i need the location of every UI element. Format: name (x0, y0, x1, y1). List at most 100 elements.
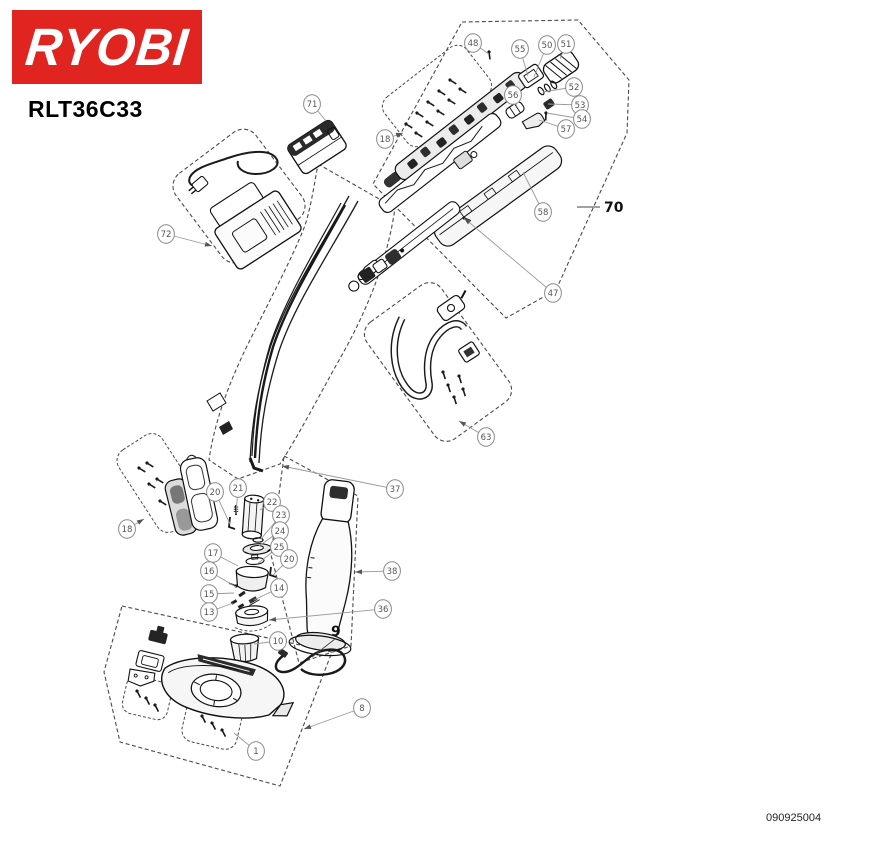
callout-17: 17 (204, 543, 222, 563)
svg-text:20: 20 (210, 488, 221, 498)
power-cord-drawing (188, 151, 279, 195)
callout-13: 13 (200, 602, 218, 622)
d-handle-drawing (390, 289, 480, 405)
svg-text:10: 10 (273, 637, 284, 647)
battery-pack-drawing (287, 119, 347, 175)
enclosure-motor-housing-38 (270, 455, 359, 664)
svg-text:15: 15 (204, 590, 215, 600)
svg-text:23: 23 (276, 511, 287, 521)
gearbox-bits-drawing (453, 150, 478, 170)
svg-text:21: 21 (233, 484, 244, 494)
power-cable-drawing (274, 648, 347, 676)
lower-rail-drawing (348, 201, 461, 292)
svg-text:16: 16 (204, 567, 215, 577)
callout-47: 47 (544, 283, 562, 303)
svg-text:17: 17 (208, 549, 219, 559)
svg-text:1: 1 (253, 747, 258, 757)
enclosure-handle-kit-63 (363, 282, 513, 442)
svg-text:54: 54 (577, 115, 588, 125)
svg-text:18: 18 (122, 525, 133, 535)
svg-text:14: 14 (274, 584, 285, 594)
callout-63: 63 (477, 427, 495, 447)
callout-58: 58 (534, 202, 552, 222)
part-56-drawing (505, 101, 525, 119)
svg-text:71: 71 (307, 100, 318, 110)
key-15-drawing (238, 590, 246, 598)
leader-lines-layer (126, 42, 583, 752)
screw-box-a-screws (132, 688, 162, 713)
callout-48: 48 (464, 33, 482, 53)
motor-22-drawing (241, 494, 265, 540)
bracket-57-drawing (521, 112, 546, 130)
svg-text:9: 9 (331, 624, 341, 640)
svg-text:56: 56 (508, 91, 519, 101)
cover-rail-drawing (378, 112, 502, 214)
svg-text:48: 48 (468, 39, 479, 49)
svg-text:52: 52 (569, 83, 580, 93)
callout-54: 54 (573, 109, 591, 129)
svg-text:50: 50 (542, 41, 553, 51)
motor-housing-drawing (288, 479, 355, 657)
grip-cylinder-51-drawing (542, 50, 580, 84)
screw-48 (483, 48, 496, 61)
callout-14: 14 (270, 578, 288, 598)
guard-lever-drawing (148, 625, 168, 645)
svg-text:72: 72 (161, 230, 172, 240)
label-70: 70 (577, 200, 624, 216)
callout-52: 52 (565, 77, 583, 97)
handle-housing-left-drawing (164, 478, 198, 536)
callout-57: 57 (557, 119, 575, 139)
callout-55: 55 (511, 39, 529, 59)
callout-18-top: 18 (376, 129, 394, 149)
spool-cup-10-drawing (229, 633, 260, 663)
model-number: RLT36C33 (28, 96, 143, 122)
clutch-25-drawing (245, 554, 265, 565)
svg-text:38: 38 (387, 567, 398, 577)
guard-plate-drawing (135, 650, 165, 672)
spool-head-36-drawing (234, 605, 272, 632)
svg-text:36: 36 (378, 605, 389, 615)
clutch-drum-17-drawing (235, 565, 269, 592)
callout-37: 37 (386, 479, 404, 499)
guard-drawing (161, 654, 295, 719)
svg-text:53: 53 (575, 101, 586, 111)
svg-text:51: 51 (561, 40, 572, 50)
svg-text:25: 25 (274, 543, 285, 553)
svg-text:24: 24 (275, 527, 286, 537)
ryobi-logo: RYOBI (12, 10, 202, 84)
charger-drawing (209, 182, 302, 270)
callout-22: 22 (263, 492, 281, 512)
fan-plate-24-drawing (242, 543, 272, 555)
svg-text:63: 63 (481, 433, 492, 443)
shaft-drawing (206, 195, 359, 473)
svg-text:18: 18 (380, 135, 391, 145)
svg-text:37: 37 (390, 485, 401, 495)
callout-71: 71 (303, 94, 321, 114)
callout-38: 38 (383, 561, 401, 581)
enclosure-guard-kit-8 (103, 605, 333, 787)
callout-36: 36 (374, 599, 392, 619)
screw-20-upper-drawing (228, 516, 236, 530)
svg-text:22: 22 (267, 498, 278, 508)
handle-housing-right-drawing (179, 454, 219, 531)
callout-51: 51 (557, 34, 575, 54)
callout-56: 56 (504, 85, 522, 105)
screw-20-lower-drawing (269, 566, 277, 578)
svg-text:8: 8 (359, 704, 364, 714)
svg-text:58: 58 (538, 208, 549, 218)
enclosure-shaft-band (208, 163, 396, 480)
callout-50: 50 (538, 35, 556, 55)
washer-23-drawing (252, 537, 264, 543)
callout-21: 21 (229, 478, 247, 498)
guard-bracket-drawing (127, 668, 156, 687)
callout-10: 10 (269, 631, 287, 651)
callout-72: 72 (157, 224, 175, 244)
svg-text:57: 57 (561, 125, 572, 135)
svg-text:70: 70 (604, 200, 624, 216)
document-number: 090925004 (766, 812, 822, 824)
callout-15: 15 (200, 584, 218, 604)
label-9: 9 (311, 624, 341, 658)
